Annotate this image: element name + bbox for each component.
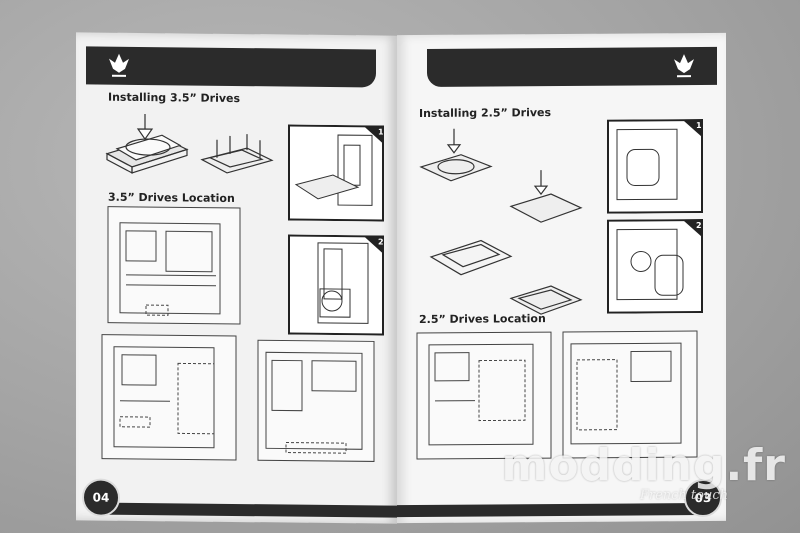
bitfenix-logo-icon [674,54,694,78]
step-2-box [607,219,703,314]
case-side-diagram-2 [562,330,698,459]
location-heading: 3.5” Drives Location [108,190,235,205]
case-side-diagram-3 [257,339,375,462]
step-1-box [288,124,384,222]
header-banner [427,46,717,87]
right-page: Installing 2.5” Drives 1 [397,32,726,524]
left-page: Installing 3.5” Drives [76,32,397,524]
step-2-number: 2 [696,221,702,231]
bitfenix-logo-icon [109,53,129,77]
step-1-number: 1 [378,127,384,137]
watermark-text: modding.fr [501,440,786,491]
header-banner [86,46,376,88]
case-side-diagram-1 [416,331,552,460]
location-heading: 2.5” Drives Location [419,312,546,326]
manual-booklet: Installing 3.5” Drives [76,32,726,524]
footer-bar [100,502,397,518]
step-1-number: 1 [696,121,702,131]
install-35-illustration [105,114,274,174]
step-1-box [607,119,703,214]
install-heading: Installing 2.5” Drives [419,106,552,120]
case-side-diagram-1 [107,206,241,325]
step-2-number: 2 [378,237,384,247]
watermark-subtext: French touch [639,488,728,503]
step-2-box [288,234,384,336]
install-25-illustration [419,128,583,315]
page-number-left: 04 [82,478,120,517]
footer-bar [397,503,702,518]
case-side-diagram-2 [101,334,237,461]
watermark: modding.fr French touch [501,440,786,504]
install-heading: Installing 3.5” Drives [108,90,241,106]
